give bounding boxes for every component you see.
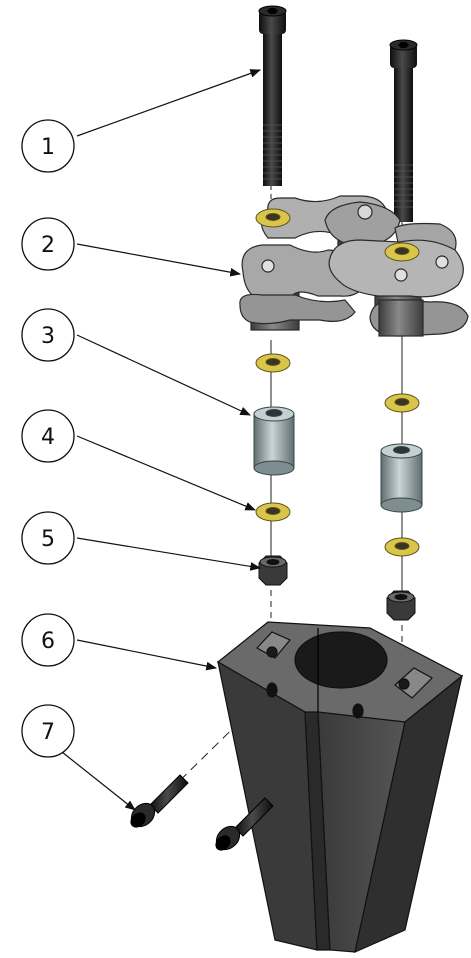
washers [255,208,420,557]
callout-6: 6 [21,613,75,667]
leader-4 [76,435,256,511]
callout-2-label: 2 [41,233,55,258]
callout-1: 1 [21,119,75,173]
leader-5 [76,537,262,571]
leader-lines [61,69,262,811]
clamp-block [216,621,464,954]
washer-right-top [384,242,420,262]
nut-left [258,555,288,586]
callout-3-label: 3 [41,324,55,349]
callout-3: 3 [21,308,75,362]
callout-7: 7 [21,704,75,758]
callout-6-label: 6 [41,629,55,654]
washer-left-top [255,208,291,228]
cap-screw-left [258,5,287,186]
side-screw-left [130,774,189,828]
washer-left-low [255,502,291,522]
nut-right [386,590,416,621]
callout-7-label: 7 [41,720,55,745]
spacer-right [380,443,423,513]
callout-4-label: 4 [41,425,55,450]
leader-1 [76,69,262,137]
callout-4: 4 [21,409,75,463]
washer-right-mid [384,393,420,413]
leader-2 [76,243,242,277]
callout-5-label: 5 [41,527,55,552]
leader-6 [76,639,218,671]
side-screw-right [215,797,274,851]
washer-right-low [384,537,420,557]
washer-left-mid [255,353,291,373]
callout-5: 5 [21,511,75,565]
spacer-left [253,406,295,476]
callout-2: 2 [21,217,75,271]
chain-link-assembly [239,195,469,337]
leader-3 [76,334,251,416]
callout-1-label: 1 [41,135,55,160]
cap-screw-right [389,39,418,222]
leader-7 [61,751,136,811]
